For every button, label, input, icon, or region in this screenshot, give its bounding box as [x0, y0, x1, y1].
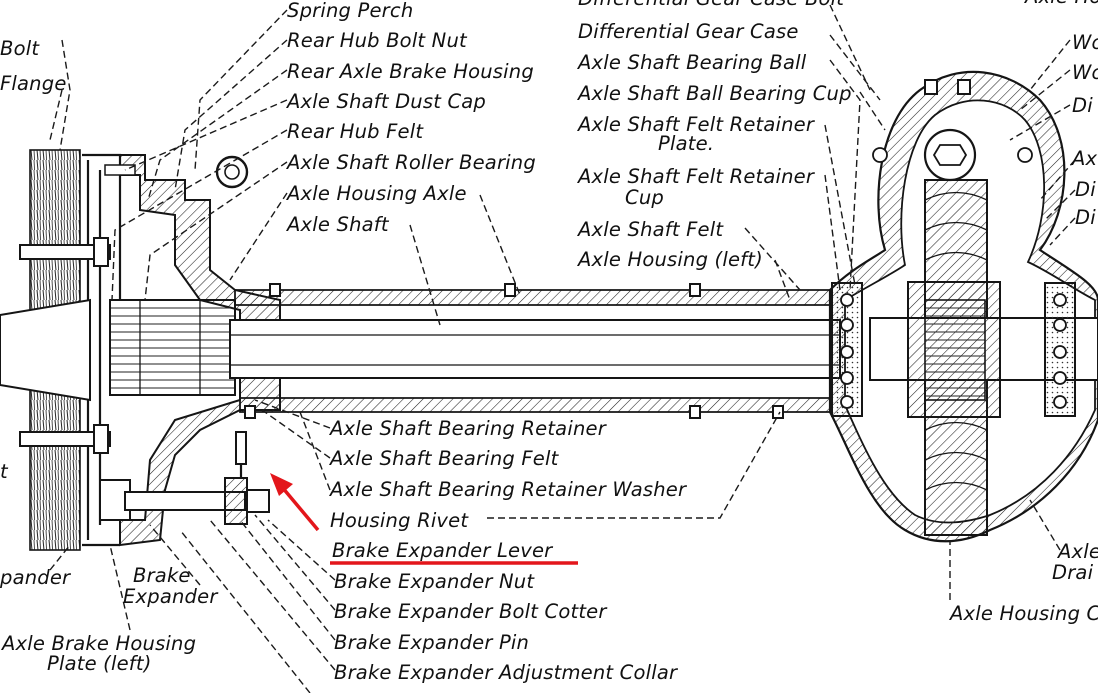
label-left-t: t [0, 460, 9, 483]
label-axle-shaft-felt: Axle Shaft Felt [576, 218, 724, 241]
label-left-bolt: Bolt [0, 37, 40, 60]
label-brake-expander-pin: Brake Expander Pin [334, 631, 529, 654]
axle-shaft-body [229, 319, 841, 379]
label-right-di-2: Di [1075, 178, 1096, 201]
label-brake-expander-bolt-cotter: Brake Expander Bolt Cotter [334, 600, 608, 623]
label-axle-housing-axle: Axle Housing Axle [285, 182, 467, 205]
label-left-expander: pander [0, 566, 72, 589]
label-spring-perch: Spring Perch [287, 0, 413, 22]
axle-shaft-assembly [109, 283, 841, 419]
label-right-wo-2: Wo [1072, 61, 1098, 84]
label-axle-shaft-felt-retainer-plate-2: Plate. [658, 132, 714, 155]
ball-bearing-right [1044, 282, 1076, 417]
label-axle-shaft-bearing-retainer: Axle Shaft Bearing Retainer [328, 417, 608, 440]
brake-expander-mechanism [99, 431, 270, 525]
label-rear-hub-felt: Rear Hub Felt [287, 120, 424, 143]
label-axle-brake-housing-plate-b: Plate (left) [47, 652, 152, 675]
label-rear-hub-bolt-nut: Rear Hub Bolt Nut [287, 29, 468, 52]
ball-bearing-left [831, 282, 863, 417]
label-axle-shaft-ball-bearing-cup: Axle Shaft Ball Bearing Cup [576, 82, 852, 105]
label-right-di-1: Di [1072, 94, 1093, 117]
label-right-wo-1: Wo [1072, 31, 1098, 54]
label-rear-axle-brake-housing: Rear Axle Brake Housing [287, 60, 534, 83]
label-brake-expander-b: Expander [123, 585, 219, 608]
label-left-flange: Flange [0, 72, 67, 95]
highlight-annotation [270, 473, 578, 565]
label-axle-housing-left: Axle Housing (left) [576, 248, 763, 271]
highlight-arrow-head [270, 473, 293, 496]
label-brake-expander-lever: Brake Expander Lever [332, 539, 554, 562]
wheel-hub-assembly [0, 149, 122, 551]
label-right-axle: Axle [1056, 540, 1098, 563]
hub-bolt-bottom [19, 431, 111, 447]
label-axle-shaft-felt-retainer-cup-2: Cup [625, 186, 664, 209]
label-axle-shaft-felt-retainer-cup: Axle Shaft Felt Retainer [576, 165, 816, 188]
label-axle-brake-housing-plate-a: Axle Brake Housing [0, 632, 196, 655]
leader-lines [49, 4, 1076, 693]
label-differential-gear-case-bolt: Differential Gear Case Bolt [578, 0, 845, 10]
label-right-ax: Ax [1070, 147, 1098, 170]
label-right-drai: Drai [1052, 561, 1094, 584]
label-axle-shaft-bearing-ball: Axle Shaft Bearing Ball [576, 51, 807, 74]
label-axle-shaft-bearing-retainer-washer: Axle Shaft Bearing Retainer Washer [328, 478, 688, 501]
label-axle-shaft-felt-retainer-plate: Axle Shaft Felt Retainer [576, 113, 816, 136]
label-axle-shaft-bearing-felt: Axle Shaft Bearing Felt [328, 447, 560, 470]
label-axle-housing-c: Axle Housing C [948, 602, 1098, 625]
label-brake-expander-adjustment-collar: Brake Expander Adjustment Collar [334, 661, 679, 684]
label-brake-expander-a: Brake [133, 564, 191, 587]
label-axle-shaft-dust-cap: Axle Shaft Dust Cap [285, 90, 486, 113]
label-right-top: Axle Hou [1023, 0, 1098, 8]
label-differential-gear-case: Differential Gear Case [578, 20, 799, 43]
hub-cap-body [0, 298, 91, 402]
brake-housing [104, 154, 281, 547]
highlight-arrow-shaft [280, 485, 320, 532]
label-right-di-3: Di [1075, 206, 1096, 229]
label-brake-expander-nut: Brake Expander Nut [334, 570, 535, 593]
hub-bolt-top [19, 244, 111, 260]
brake-expander-lever-part [224, 477, 248, 525]
label-housing-rivet: Housing Rivet [330, 509, 469, 532]
differential-assembly [828, 70, 1098, 543]
label-axle-shaft-roller-bearing: Axle Shaft Roller Bearing [285, 151, 536, 174]
rear-axle-brake-housing-shape [119, 154, 281, 547]
axle-housing-tube [234, 289, 831, 306]
roller-bearing [109, 299, 236, 396]
label-axle-shaft: Axle Shaft [285, 213, 390, 236]
